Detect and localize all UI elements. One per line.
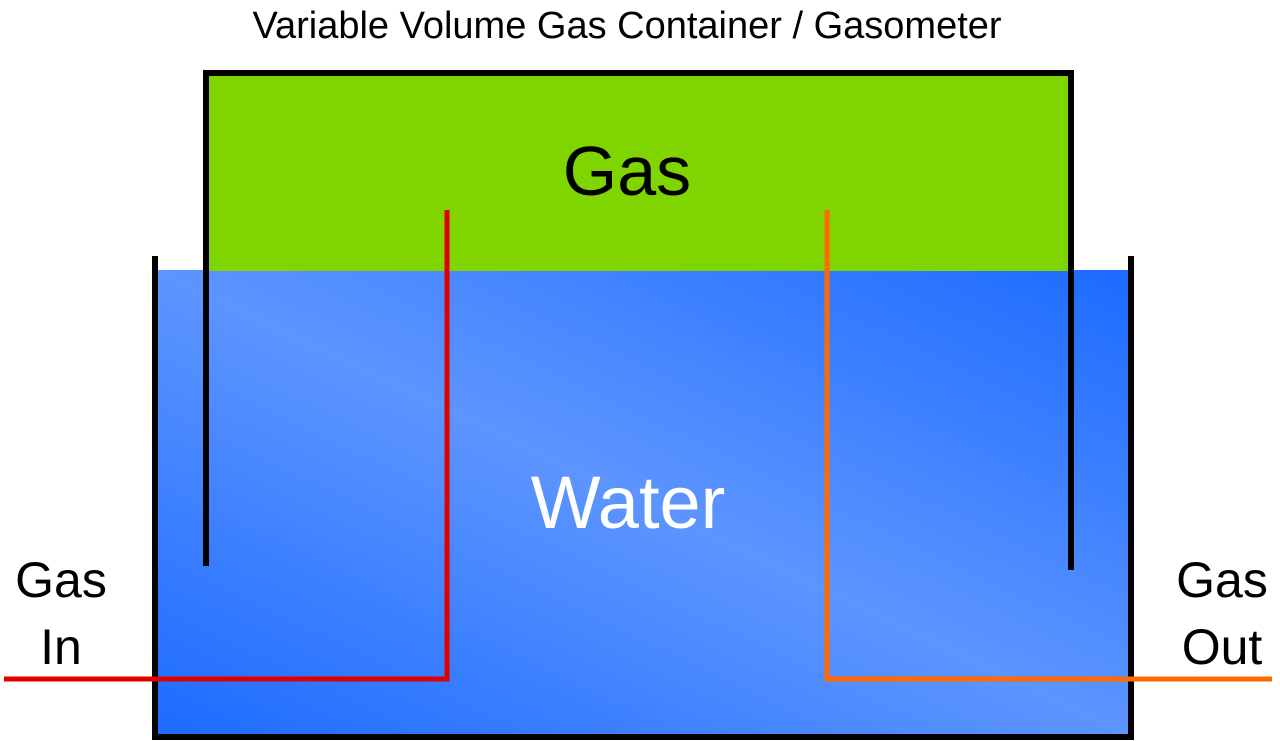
- gas-label: Gas: [563, 132, 691, 210]
- water-label: Water: [531, 461, 726, 544]
- water-body: [155, 270, 1131, 736]
- diagram-title: Variable Volume Gas Container / Gasomete…: [252, 5, 1001, 47]
- gas-region: [207, 73, 1071, 271]
- gas-in-label-line1: Gas: [15, 552, 107, 608]
- gas-out-label-line2: Out: [1182, 619, 1263, 675]
- gas-bell-outline: [203, 70, 1074, 570]
- water-tank-outline: [152, 256, 1134, 740]
- gas-in-label-line2: In: [40, 619, 82, 675]
- gas-out-label-line1: Gas: [1176, 552, 1268, 608]
- gas-outlet-pipe: [824, 210, 1272, 682]
- gas-inlet-pipe: [4, 210, 450, 682]
